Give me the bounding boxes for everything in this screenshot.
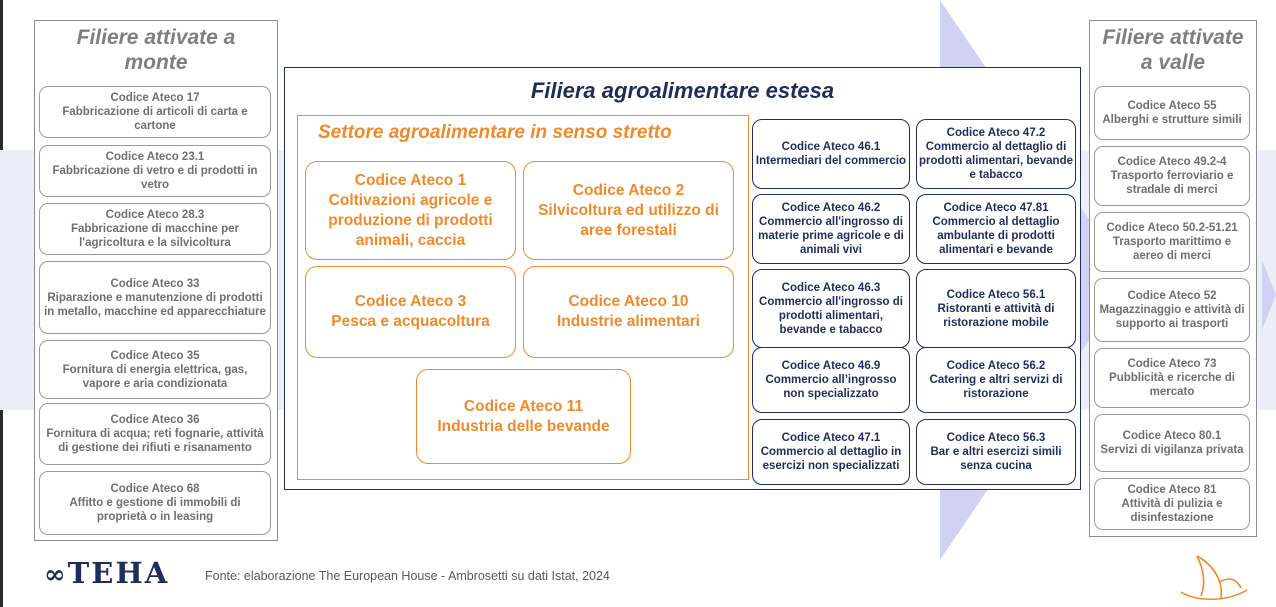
description: Commercio al dettaglio di prodotti alime…: [919, 141, 1073, 181]
description: Alberghi e strutture simili: [1102, 114, 1242, 126]
code-label: Codice Ateco 52: [1127, 290, 1217, 302]
code-label: Codice Ateco 23.1: [105, 151, 205, 163]
code-label: Codice Ateco 10: [568, 293, 689, 310]
code-label: Codice Ateco 47.1: [781, 432, 881, 444]
description: Affitto e gestione di immobili di propri…: [69, 497, 241, 523]
code-label: Codice Ateco 46.9: [781, 360, 881, 372]
core-sector-item: Codice Ateco 1 Coltivazioni agricole e pr…: [305, 161, 516, 260]
code-label: Codice Ateco 73: [1127, 358, 1217, 370]
code-label: Codice Ateco 33: [110, 277, 200, 290]
description: Servizi di vigilanza privata: [1100, 444, 1244, 456]
description: Catering e altri servizi di ristorazione: [929, 374, 1063, 400]
description: Fabbricazione di articoli di carta e car…: [62, 106, 248, 132]
sector-title: Settore agroalimentare in senso stretto: [318, 122, 672, 143]
description: Magazzinaggio e attività di supporto ai …: [1099, 304, 1245, 330]
description: Fornitura di acqua; reti fognarie, attiv…: [46, 428, 264, 454]
downstream-item: Codice Ateco 52 Magazzinaggio e attività …: [1094, 278, 1250, 342]
code-label: Codice Ateco 50.2-51.21: [1106, 222, 1238, 234]
code-label: Codice Ateco 36: [110, 414, 200, 426]
code-label: Codice Ateco 49.2-4: [1117, 156, 1227, 168]
description: Fabbricazione di macchine per l'agricolt…: [70, 223, 240, 249]
code-label: Codice Ateco 11: [463, 397, 584, 415]
description: Attività di pulizia e disinfestazione: [1121, 498, 1223, 524]
description: Trasporto ferroviario e stradale di merc…: [1110, 170, 1234, 196]
description: Intermediari del commercio: [755, 155, 907, 167]
description: Commercio al dettaglio ambulante di prod…: [932, 216, 1060, 256]
code-label: Codice Ateco 46.1: [781, 141, 881, 153]
main-title: Filiera agroalimentare estesa: [530, 78, 835, 103]
description: Industria delle bevande: [437, 417, 610, 435]
description: Commercio all'ingrosso di materie prime …: [758, 216, 904, 256]
description: Fabbricazione di vetro e di prodotti in …: [52, 165, 258, 191]
description: Fornitura di energia elettrica, gas, vap…: [62, 363, 248, 390]
code-label: Codice Ateco 2: [572, 181, 685, 199]
teha-logo-mark: ∞: [44, 560, 68, 590]
upstream-item: Codice Ateco 36 Fornitura di acqua; reti …: [39, 403, 271, 465]
code-label: Codice Ateco 68: [110, 483, 200, 495]
description: Ristoranti e attività di ristorazione mo…: [937, 302, 1055, 329]
core-sector-item: Codice Ateco 2 Silvicoltura ed utilizzo d…: [523, 161, 734, 260]
code-label: Codice Ateco 56.1: [946, 288, 1046, 301]
description: Silvicoltura ed utilizzo di aree foresta…: [538, 201, 719, 239]
upstream-panel-title: Filiere attivate a monte: [76, 26, 236, 74]
description: Trasporto marittimo e aereo di merci: [1112, 236, 1232, 262]
core-sector-item: Codice Ateco 11 Industria delle bevande: [416, 369, 631, 464]
description: Bar e altri esercizi simili senza cucina: [930, 446, 1062, 472]
teha-logo: ∞TEHA: [44, 556, 169, 590]
code-label: Codice Ateco 28.3: [105, 209, 205, 221]
downstream-item: Codice Ateco 81 Attività di pulizia e dis…: [1094, 478, 1250, 530]
description: Pesca e acquacoltura: [331, 313, 490, 330]
downstream-panel-title: Filiere attivate a valle: [1102, 26, 1244, 74]
description: Riparazione e manutenzione di prodotti i…: [44, 291, 266, 318]
code-label: Codice Ateco 17: [110, 92, 200, 104]
code-label: Codice Ateco 35: [110, 349, 200, 362]
upstream-item: Codice Ateco 17 Fabbricazione di articoli…: [39, 86, 271, 138]
description: Commercio all'ingrosso di prodotti alime…: [759, 295, 903, 336]
code-label: Codice Ateco 55: [1127, 100, 1217, 112]
description: Coltivazioni agricole e produzione di pr…: [328, 191, 493, 249]
code-label: Codice Ateco 47.81: [943, 202, 1049, 214]
ambrosetti-sail-logo: [1180, 555, 1248, 601]
code-label: Codice Ateco 56.2: [946, 360, 1046, 372]
source-note: Fonte: elaborazione The European House -…: [205, 569, 610, 583]
code-label: Codice Ateco 47.2: [946, 127, 1046, 139]
description: Industrie alimentari: [557, 313, 700, 330]
code-label: Codice Ateco 46.2: [781, 202, 881, 214]
upstream-item: Codice Ateco 68 Affitto e gestione di imm…: [39, 471, 271, 535]
background-triangle-right: [1262, 260, 1276, 330]
description: Commercio al dettaglio in esercizi non s…: [760, 446, 902, 472]
description: Commercio all’ingrosso non specializzato: [765, 374, 897, 400]
code-label: Codice Ateco 3: [354, 293, 467, 310]
code-label: Codice Ateco 46.3: [781, 281, 881, 294]
code-label: Codice Ateco 1: [354, 171, 467, 189]
downstream-item: Codice Ateco 55 Alberghi e strutture simi…: [1094, 86, 1250, 140]
code-label: Codice Ateco 80.1: [1122, 430, 1222, 442]
downstream-item: Codice Ateco 73 Pubblicità e ricerche di …: [1094, 348, 1250, 408]
description: Pubblicità e ricerche di mercato: [1109, 372, 1235, 398]
strict-agrifood-sector: Settore agroalimentare in senso stretto: [297, 115, 749, 480]
code-label: Codice Ateco 81: [1127, 484, 1217, 496]
core-sector-item: Codice Ateco 10 Industrie alimentari: [523, 266, 734, 358]
core-sector-item: Codice Ateco 3 Pesca e acquacoltura: [305, 266, 516, 358]
teha-logo-text: TEHA: [67, 556, 170, 590]
code-label: Codice Ateco 56.3: [946, 432, 1046, 444]
